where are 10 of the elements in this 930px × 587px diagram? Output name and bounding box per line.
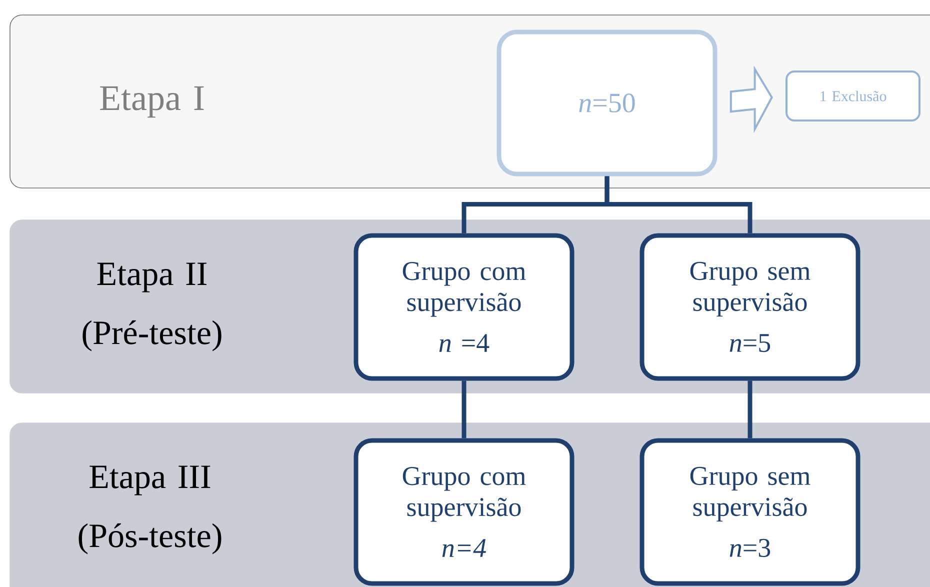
group-box: Grupo com supervisão n=4: [354, 438, 574, 586]
group-box: 1 Exclusão: [786, 70, 920, 122]
group-box: n=50: [496, 30, 718, 176]
group-box: Grupo sem supervisão n=3: [640, 438, 860, 586]
connector-line: [604, 176, 752, 234]
group-box: Grupo com supervisão n =4: [354, 233, 574, 381]
connector-line: [462, 380, 466, 438]
group-box: Grupo sem supervisão n=5: [640, 233, 860, 381]
block-arrow: [730, 66, 773, 134]
connector-line: [748, 380, 752, 438]
